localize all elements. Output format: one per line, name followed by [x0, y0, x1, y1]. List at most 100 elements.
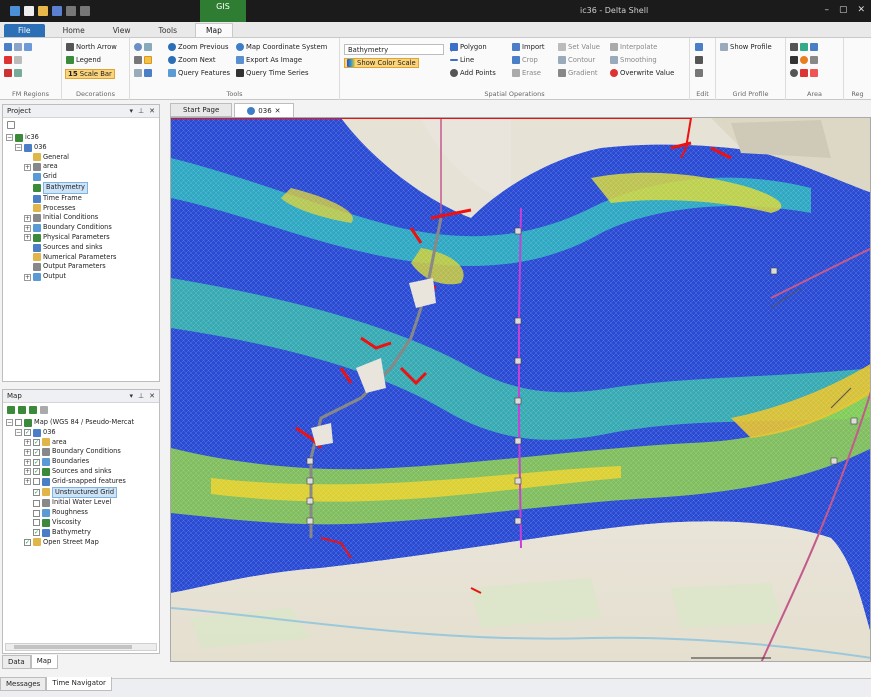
tree-item[interactable]: +✓Sources and sinks [6, 467, 156, 477]
tree-item[interactable]: Output Parameters [6, 262, 156, 272]
layer-visibility-checkbox[interactable] [33, 519, 40, 527]
tree-item[interactable]: Roughness [6, 508, 156, 518]
pin-panel-icon[interactable]: ⊥ [138, 392, 145, 400]
overwrite-value-button[interactable]: Overwrite Value [610, 69, 674, 77]
tab-home[interactable]: Home [62, 26, 85, 35]
legend-button[interactable]: Legend [66, 56, 101, 64]
expand-icon[interactable]: + [24, 448, 31, 456]
tab-tools[interactable]: Tools [158, 26, 178, 35]
collapse-icon[interactable]: − [6, 134, 13, 142]
layer-visibility-checkbox[interactable]: ✓ [33, 458, 40, 466]
layer-visibility-checkbox[interactable] [33, 478, 40, 486]
show-color-scale-button[interactable]: Show Color Scale [344, 58, 419, 68]
move-icon[interactable] [695, 56, 703, 64]
layer-visibility-checkbox[interactable] [33, 499, 40, 507]
close-button[interactable]: ✕ [857, 5, 865, 15]
tree-item[interactable]: −Map (WGS 84 / Pseudo-Mercat [6, 418, 156, 428]
edit-vertex-icon[interactable] [695, 43, 703, 51]
erase-button[interactable]: Erase [512, 69, 541, 77]
tree-item[interactable]: Numerical Parameters [6, 253, 156, 263]
interpolate-button[interactable]: Interpolate [610, 43, 657, 51]
region-dots-icon[interactable] [14, 56, 22, 64]
smoothing-button[interactable]: Smoothing [610, 56, 657, 64]
measure-icon[interactable] [134, 69, 142, 77]
tab-data[interactable]: Data [2, 655, 31, 669]
layer-visibility-checkbox[interactable] [33, 509, 40, 517]
region-red-icon[interactable] [4, 56, 12, 64]
north-arrow-button[interactable]: North Arrow [66, 43, 117, 51]
tree-item[interactable]: Bathymetry [6, 181, 156, 194]
map-canvas[interactable] [171, 118, 871, 662]
region-link-icon[interactable] [14, 69, 22, 77]
zoom-extents-icon[interactable] [144, 43, 152, 51]
collapse-icon[interactable]: − [15, 429, 22, 437]
line-obs-icon[interactable] [810, 56, 818, 64]
expand-icon[interactable]: + [24, 458, 31, 466]
warning-icon[interactable] [800, 69, 808, 77]
tree-item[interactable]: ✓Unstructured Grid [6, 486, 156, 499]
pump-icon[interactable] [790, 56, 798, 64]
tree-item[interactable]: Sources and sinks [6, 243, 156, 253]
horizontal-scrollbar[interactable] [5, 643, 157, 651]
expand-icon[interactable]: + [24, 273, 31, 281]
layer-up-icon[interactable] [29, 405, 37, 414]
region-icon[interactable] [4, 43, 12, 51]
weir-icon[interactable] [810, 43, 818, 51]
remove-layer-icon[interactable] [40, 405, 48, 414]
maximize-button[interactable]: ▢ [838, 5, 848, 15]
layer-visibility-checkbox[interactable]: ✓ [33, 448, 40, 456]
tab-messages[interactable]: Messages [0, 677, 47, 691]
pan-icon[interactable] [134, 56, 142, 64]
source-icon[interactable] [800, 56, 808, 64]
tree-item[interactable]: −ic36 [6, 133, 156, 143]
layer-visibility-checkbox[interactable]: ✓ [33, 529, 40, 537]
gradient-button[interactable]: Gradient [558, 69, 598, 77]
tree-item[interactable]: Time Frame [6, 194, 156, 204]
tree-item[interactable]: Initial Water Level [6, 498, 156, 508]
split-icon[interactable] [695, 69, 703, 77]
map-coordinate-system-button[interactable]: Map Coordinate System [236, 43, 327, 51]
spatial-layer-combo[interactable]: Bathymetry ▾ [344, 44, 453, 55]
tree-item[interactable]: +Grid-snapped features [6, 477, 156, 487]
tree-item[interactable]: ✓Open Street Map [6, 538, 156, 548]
tree-item[interactable]: Processes [6, 204, 156, 214]
add-points-button[interactable]: Add Points [450, 69, 496, 77]
tree-item[interactable]: +Physical Parameters [6, 233, 156, 243]
query-features-button[interactable]: Query Features [168, 69, 230, 77]
expand-icon[interactable]: + [24, 224, 31, 232]
layer-visibility-checkbox[interactable] [15, 419, 22, 427]
map-view[interactable] [170, 117, 871, 662]
tree-item[interactable]: Viscosity [6, 518, 156, 528]
pin-panel-icon[interactable]: ⊥ [138, 107, 145, 115]
tree-item[interactable]: −✓036 [6, 428, 156, 438]
tree-item[interactable]: General [6, 153, 156, 163]
expand-icon[interactable]: + [24, 468, 31, 476]
tab-view[interactable]: View [112, 26, 131, 35]
tab-file[interactable]: File [4, 24, 45, 37]
expand-icon[interactable]: + [24, 438, 31, 446]
tab-map[interactable]: Map [195, 23, 233, 37]
tree-item[interactable]: +✓area [6, 438, 156, 448]
scrollbar-thumb[interactable] [14, 645, 132, 649]
region-grid-icon[interactable] [14, 43, 22, 51]
tab-time-navigator[interactable]: Time Navigator [46, 677, 112, 691]
gate-icon[interactable] [800, 43, 808, 51]
tab-model-036[interactable]: 036 ✕ [234, 103, 294, 117]
add-layer-icon[interactable] [7, 405, 15, 414]
tree-item[interactable]: +✓Boundaries [6, 457, 156, 467]
tree-item[interactable]: +area [6, 162, 156, 172]
export-as-image-button[interactable]: Export As Image [236, 56, 302, 64]
tree-item[interactable]: Grid [6, 172, 156, 182]
tree-item[interactable]: +Initial Conditions [6, 213, 156, 223]
layer-visibility-checkbox[interactable]: ✓ [24, 538, 31, 546]
region-select-icon[interactable] [24, 43, 32, 51]
show-profile-button[interactable]: Show Profile [720, 43, 772, 51]
expand-icon[interactable]: + [24, 234, 31, 242]
zoom-previous-button[interactable]: Zoom Previous [168, 43, 228, 51]
select-icon[interactable] [144, 56, 152, 64]
expand-icon[interactable]: + [24, 478, 31, 486]
tab-map-panel[interactable]: Map [30, 655, 58, 669]
line-button[interactable]: Line [450, 56, 474, 64]
tab-start-page[interactable]: Start Page [170, 103, 233, 117]
layer-visibility-checkbox[interactable]: ✓ [33, 438, 40, 446]
